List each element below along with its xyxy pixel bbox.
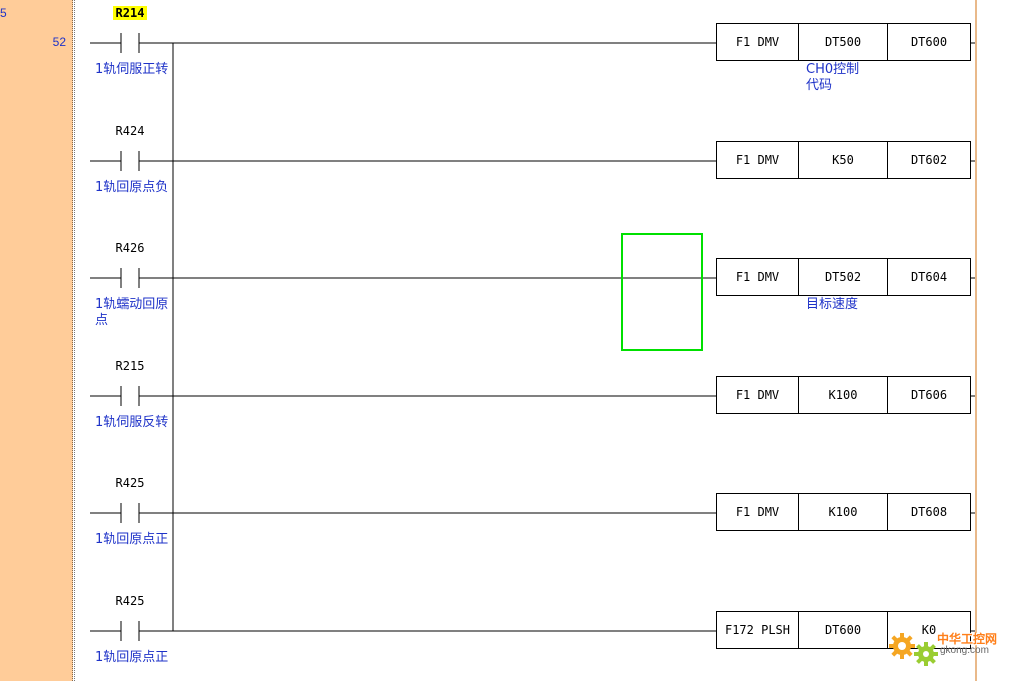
instruction-cell[interactable]: F1 DMV xyxy=(716,23,799,61)
contact-address-label: R424 xyxy=(115,124,145,138)
gutter-divider xyxy=(74,0,76,681)
contact-comment: 1轨回原点正 xyxy=(95,650,169,665)
output-comment: CH0控制代码 xyxy=(806,62,860,93)
operand-cell-1[interactable]: DT500 xyxy=(798,23,888,61)
contact-comment: 1轨回原点负 xyxy=(95,180,169,195)
watermark-url: gkong.com xyxy=(940,645,989,656)
contact-comment: 1轨蠕动回原点 xyxy=(95,297,169,328)
instruction-cell[interactable]: F1 DMV xyxy=(716,493,799,531)
contact-address-label: R425 xyxy=(115,476,145,490)
step-gutter: 5 52 xyxy=(0,0,73,681)
contact-address[interactable]: R425 xyxy=(100,594,160,608)
contact-address[interactable]: R214 xyxy=(100,6,160,20)
operand-cell-2[interactable]: DT606 xyxy=(887,376,971,414)
contact-address[interactable]: R215 xyxy=(100,359,160,373)
contact-address[interactable]: R426 xyxy=(100,241,160,255)
instruction-cell[interactable]: F172 PLSH xyxy=(716,611,799,649)
contact-comment: 1轨伺服反转 xyxy=(95,415,169,430)
operand-cell-2[interactable]: DT604 xyxy=(887,258,971,296)
watermark-logo: 中华工控网 gkong.com xyxy=(884,626,1014,672)
operand-cell-2[interactable]: DT608 xyxy=(887,493,971,531)
operand-cell-1[interactable]: K50 xyxy=(798,141,888,179)
contact-comment: 1轨伺服正转 xyxy=(95,62,169,77)
selection-cursor[interactable] xyxy=(621,233,703,351)
contact-comment: 1轨回原点正 xyxy=(95,532,169,547)
contact-address-label: R214 xyxy=(112,6,148,20)
contact-address-label: R426 xyxy=(115,241,145,255)
operand-cell-1[interactable]: K100 xyxy=(798,493,888,531)
step-number: 52 xyxy=(52,35,66,49)
previous-step-number: 5 xyxy=(0,6,7,20)
gear-icon xyxy=(889,633,938,666)
contact-address-label: R425 xyxy=(115,594,145,608)
operand-cell-1[interactable]: K100 xyxy=(798,376,888,414)
operand-cell-2[interactable]: DT602 xyxy=(887,141,971,179)
operand-cell-1[interactable]: DT502 xyxy=(798,258,888,296)
output-comment: 目标速度 xyxy=(806,297,859,312)
instruction-cell[interactable]: F1 DMV xyxy=(716,376,799,414)
instruction-cell[interactable]: F1 DMV xyxy=(716,258,799,296)
right-rail-margin xyxy=(975,0,977,681)
watermark-title: 中华工控网 xyxy=(937,632,998,646)
contact-address-label: R215 xyxy=(115,359,145,373)
contact-address[interactable]: R425 xyxy=(100,476,160,490)
operand-cell-2[interactable]: DT600 xyxy=(887,23,971,61)
instruction-cell[interactable]: F1 DMV xyxy=(716,141,799,179)
contact-address[interactable]: R424 xyxy=(100,124,160,138)
operand-cell-1[interactable]: DT600 xyxy=(798,611,888,649)
